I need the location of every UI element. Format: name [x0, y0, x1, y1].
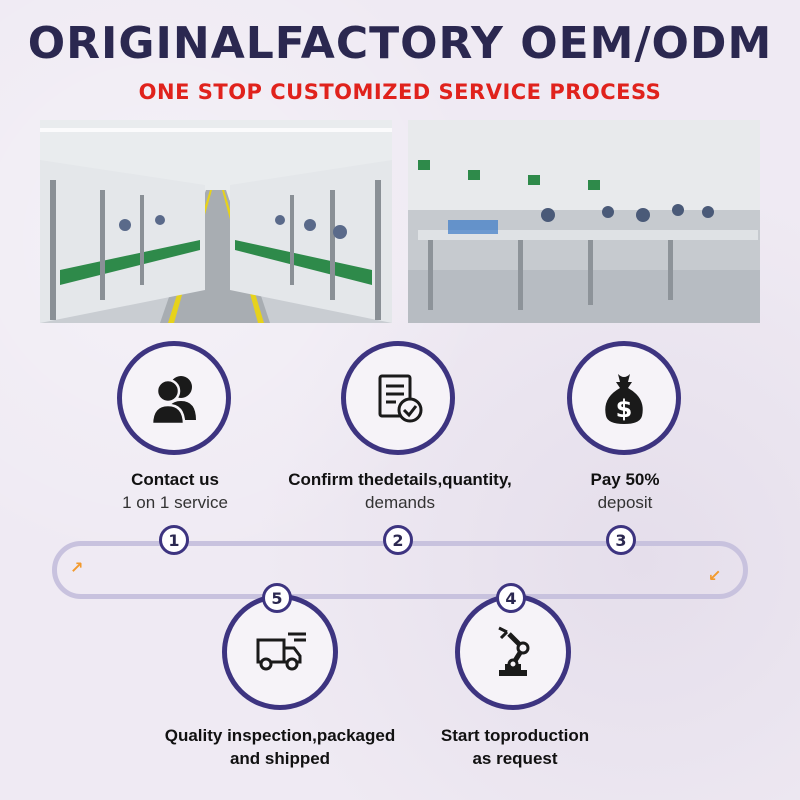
step-number-3: 3	[606, 525, 636, 555]
money-bag-icon: $	[567, 341, 681, 455]
users-icon	[117, 341, 231, 455]
step-2-label: Confirm thedetails,quantity, demands	[288, 470, 512, 512]
step-number-2: 2	[383, 525, 413, 555]
step-number-1: 1	[159, 525, 189, 555]
step-4-label: Start toproduction as request	[440, 726, 590, 768]
svg-text:$: $	[616, 395, 633, 423]
step-3-label: Pay 50% deposit	[590, 470, 660, 512]
factory-photo-right	[408, 120, 760, 323]
step-number-5: 5	[262, 583, 292, 613]
step-1-label: Contact us 1 on 1 service	[122, 470, 228, 512]
step-number-4: 4	[496, 583, 526, 613]
factory-photo-left	[40, 120, 392, 323]
arrow-up-icon: ↗	[70, 558, 84, 577]
step-5-label: Quality inspection,packaged and shipped	[164, 726, 396, 768]
document-check-icon	[341, 341, 455, 455]
arrow-down-icon: ↙	[708, 566, 722, 585]
page-title: ORIGINALFACTORY OEM/ODM	[27, 18, 773, 69]
page-subtitle: ONE STOP CUSTOMIZED SERVICE PROCESS	[138, 80, 662, 104]
